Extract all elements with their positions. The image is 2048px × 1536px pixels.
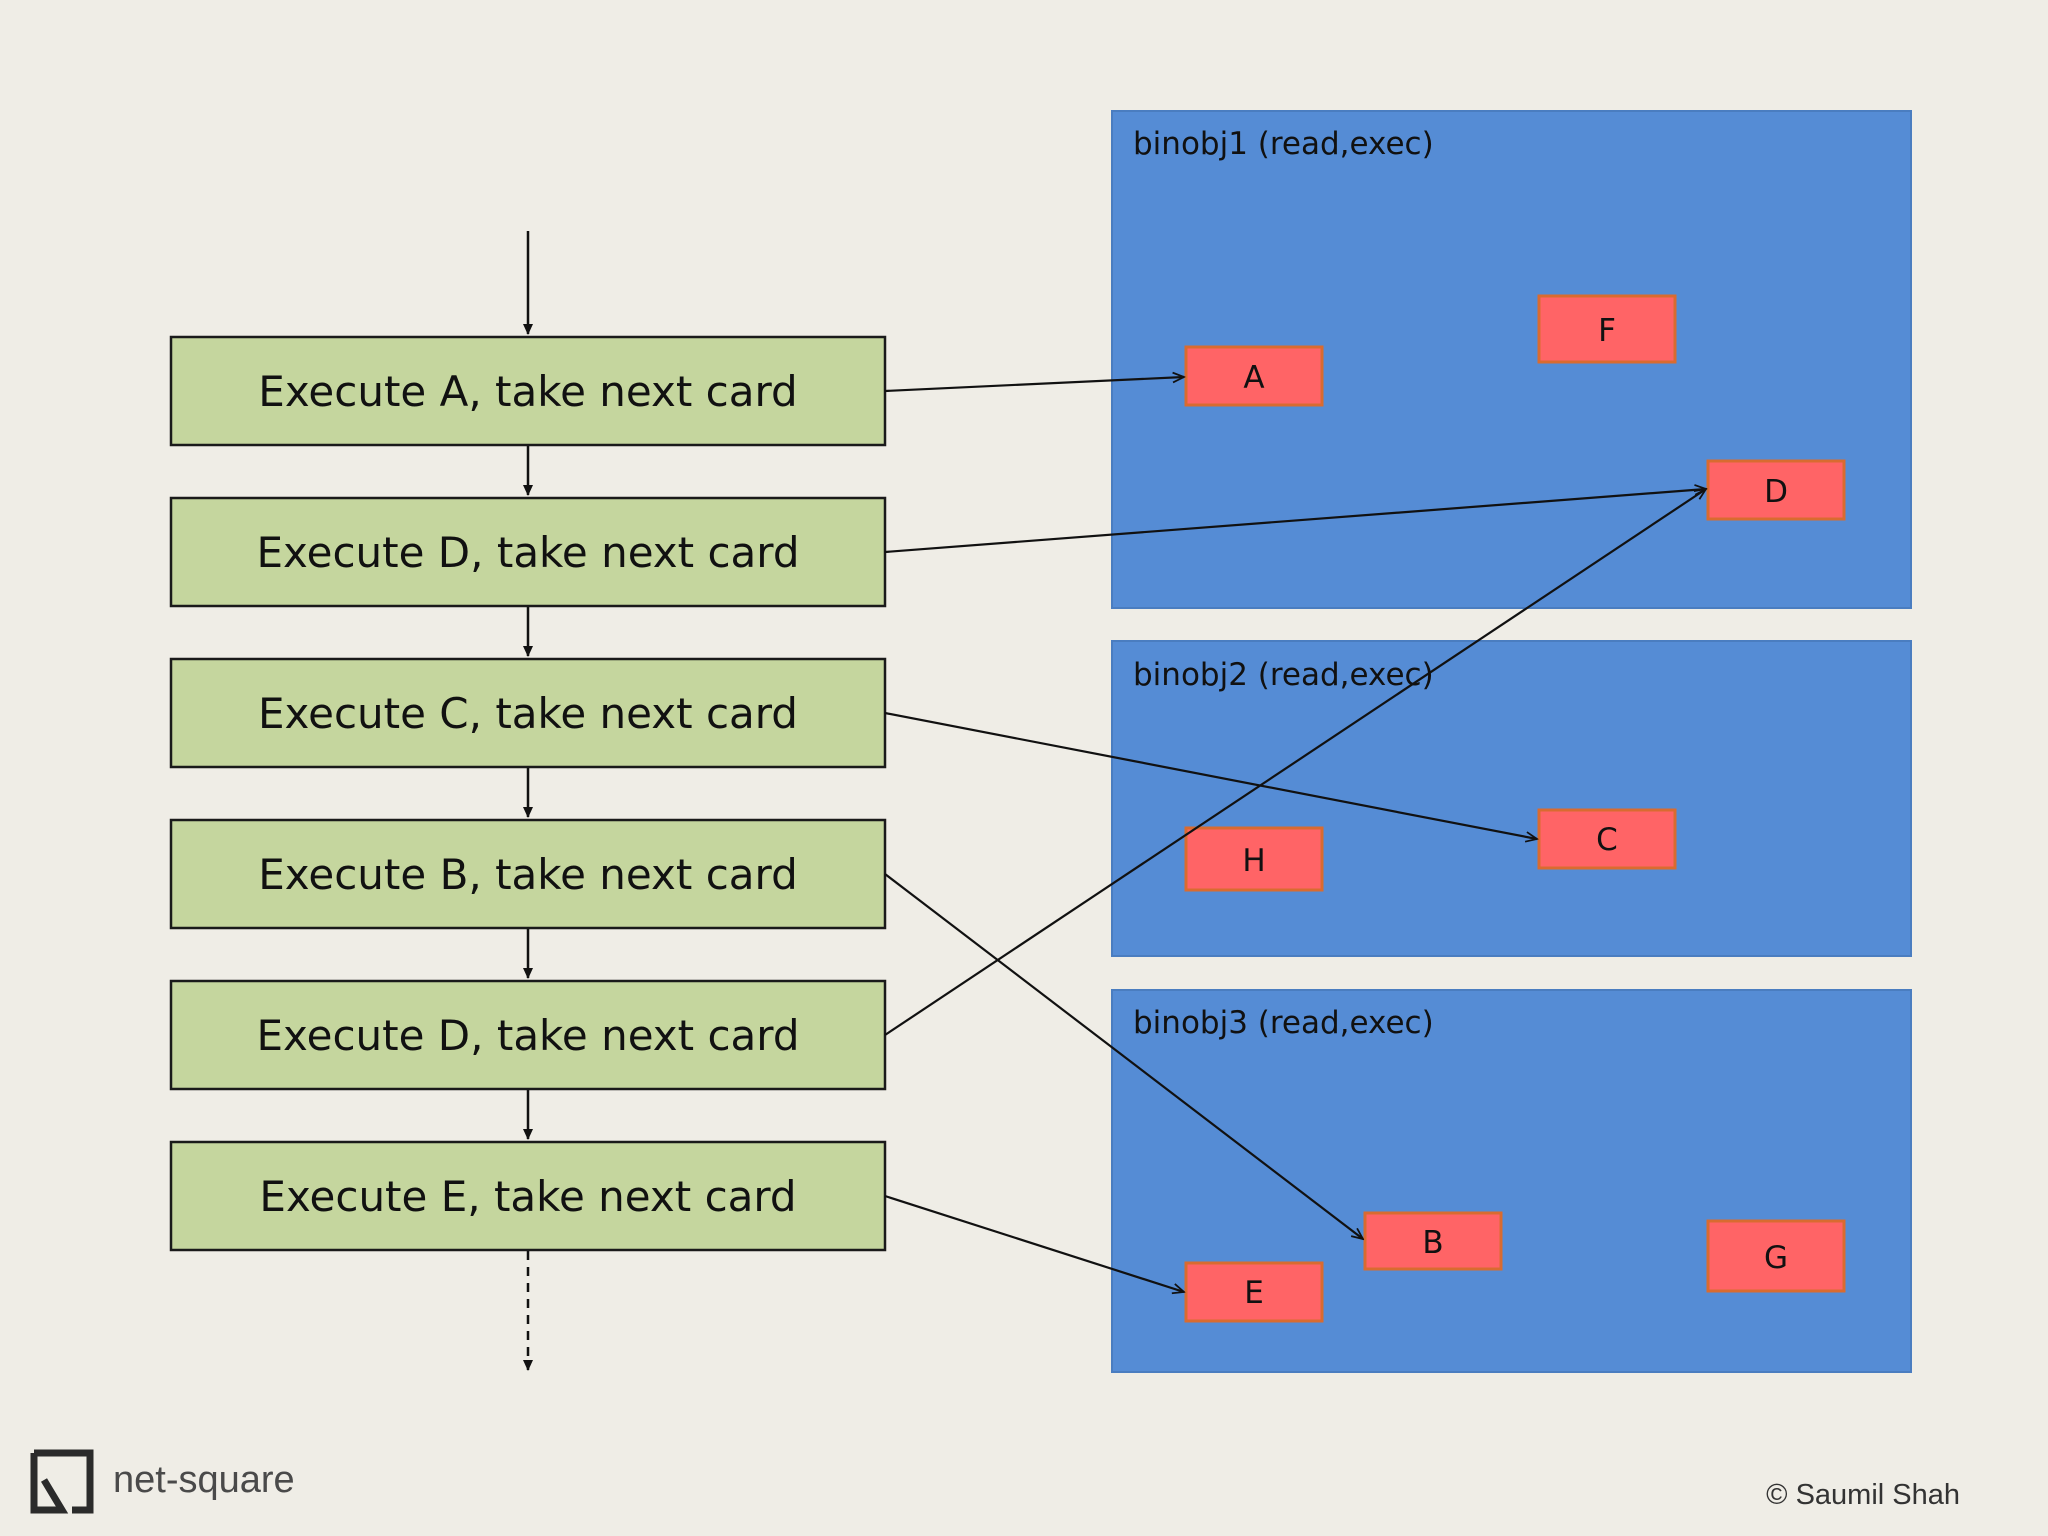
binobj3-label: binobj3 (read,exec) [1133, 1005, 1434, 1041]
logo-text: net-square [113, 1459, 295, 1501]
binobj2-region: binobj2 (read,exec) [1111, 640, 1912, 957]
jump-arrows [884, 377, 1706, 1292]
step-5-label: Execute D, take next card [257, 1011, 800, 1060]
jump-arrow-step3-to-c [884, 711, 1537, 839]
step-3-label: Execute C, take next card [258, 689, 798, 738]
copyright-credit: © Saumil Shah [1766, 1479, 1960, 1511]
jump-arrow-step5-to-d [884, 489, 1706, 1036]
binobj2-label: binobj2 (read,exec) [1133, 657, 1434, 693]
jump-arrow-step2-to-d [884, 489, 1706, 554]
step-1: Execute A, take next card [169, 335, 887, 447]
card-g-label: G [1764, 1240, 1788, 1276]
card-c: C [1537, 808, 1677, 870]
jump-arrow-step4-to-b [884, 873, 1363, 1239]
jump-arrow-step6-to-e [884, 1194, 1184, 1292]
step-6: Execute E, take next card [169, 1140, 887, 1252]
step-2-label: Execute D, take next card [257, 528, 800, 577]
card-e: E [1184, 1261, 1324, 1323]
step-3: Execute C, take next card [169, 657, 887, 769]
card-g: G [1706, 1219, 1846, 1293]
step-6-label: Execute E, take next card [259, 1172, 796, 1221]
card-h: H [1184, 826, 1324, 892]
jump-arrow-step1-to-a [884, 377, 1184, 393]
card-h-label: H [1242, 843, 1265, 879]
net-square-logo-icon [30, 1449, 94, 1514]
card-b: B [1363, 1211, 1503, 1271]
card-f-label: F [1598, 313, 1616, 349]
step-4: Execute B, take next card [169, 818, 887, 930]
card-d-label: D [1764, 474, 1788, 510]
net-square-logo: net-square [30, 1449, 295, 1514]
binobj1-label: binobj1 (read,exec) [1133, 126, 1434, 162]
step-2: Execute D, take next card [169, 496, 887, 608]
card-a: A [1184, 345, 1324, 407]
step-4-label: Execute B, take next card [258, 850, 797, 899]
card-a-label: A [1243, 360, 1264, 396]
card-f: F [1537, 294, 1677, 364]
card-c-label: C [1596, 822, 1618, 858]
step-1-label: Execute A, take next card [258, 367, 797, 416]
step-5: Execute D, take next card [169, 979, 887, 1091]
card-d: D [1706, 459, 1846, 521]
card-b-label: B [1422, 1225, 1443, 1261]
card-e-label: E [1244, 1275, 1264, 1311]
